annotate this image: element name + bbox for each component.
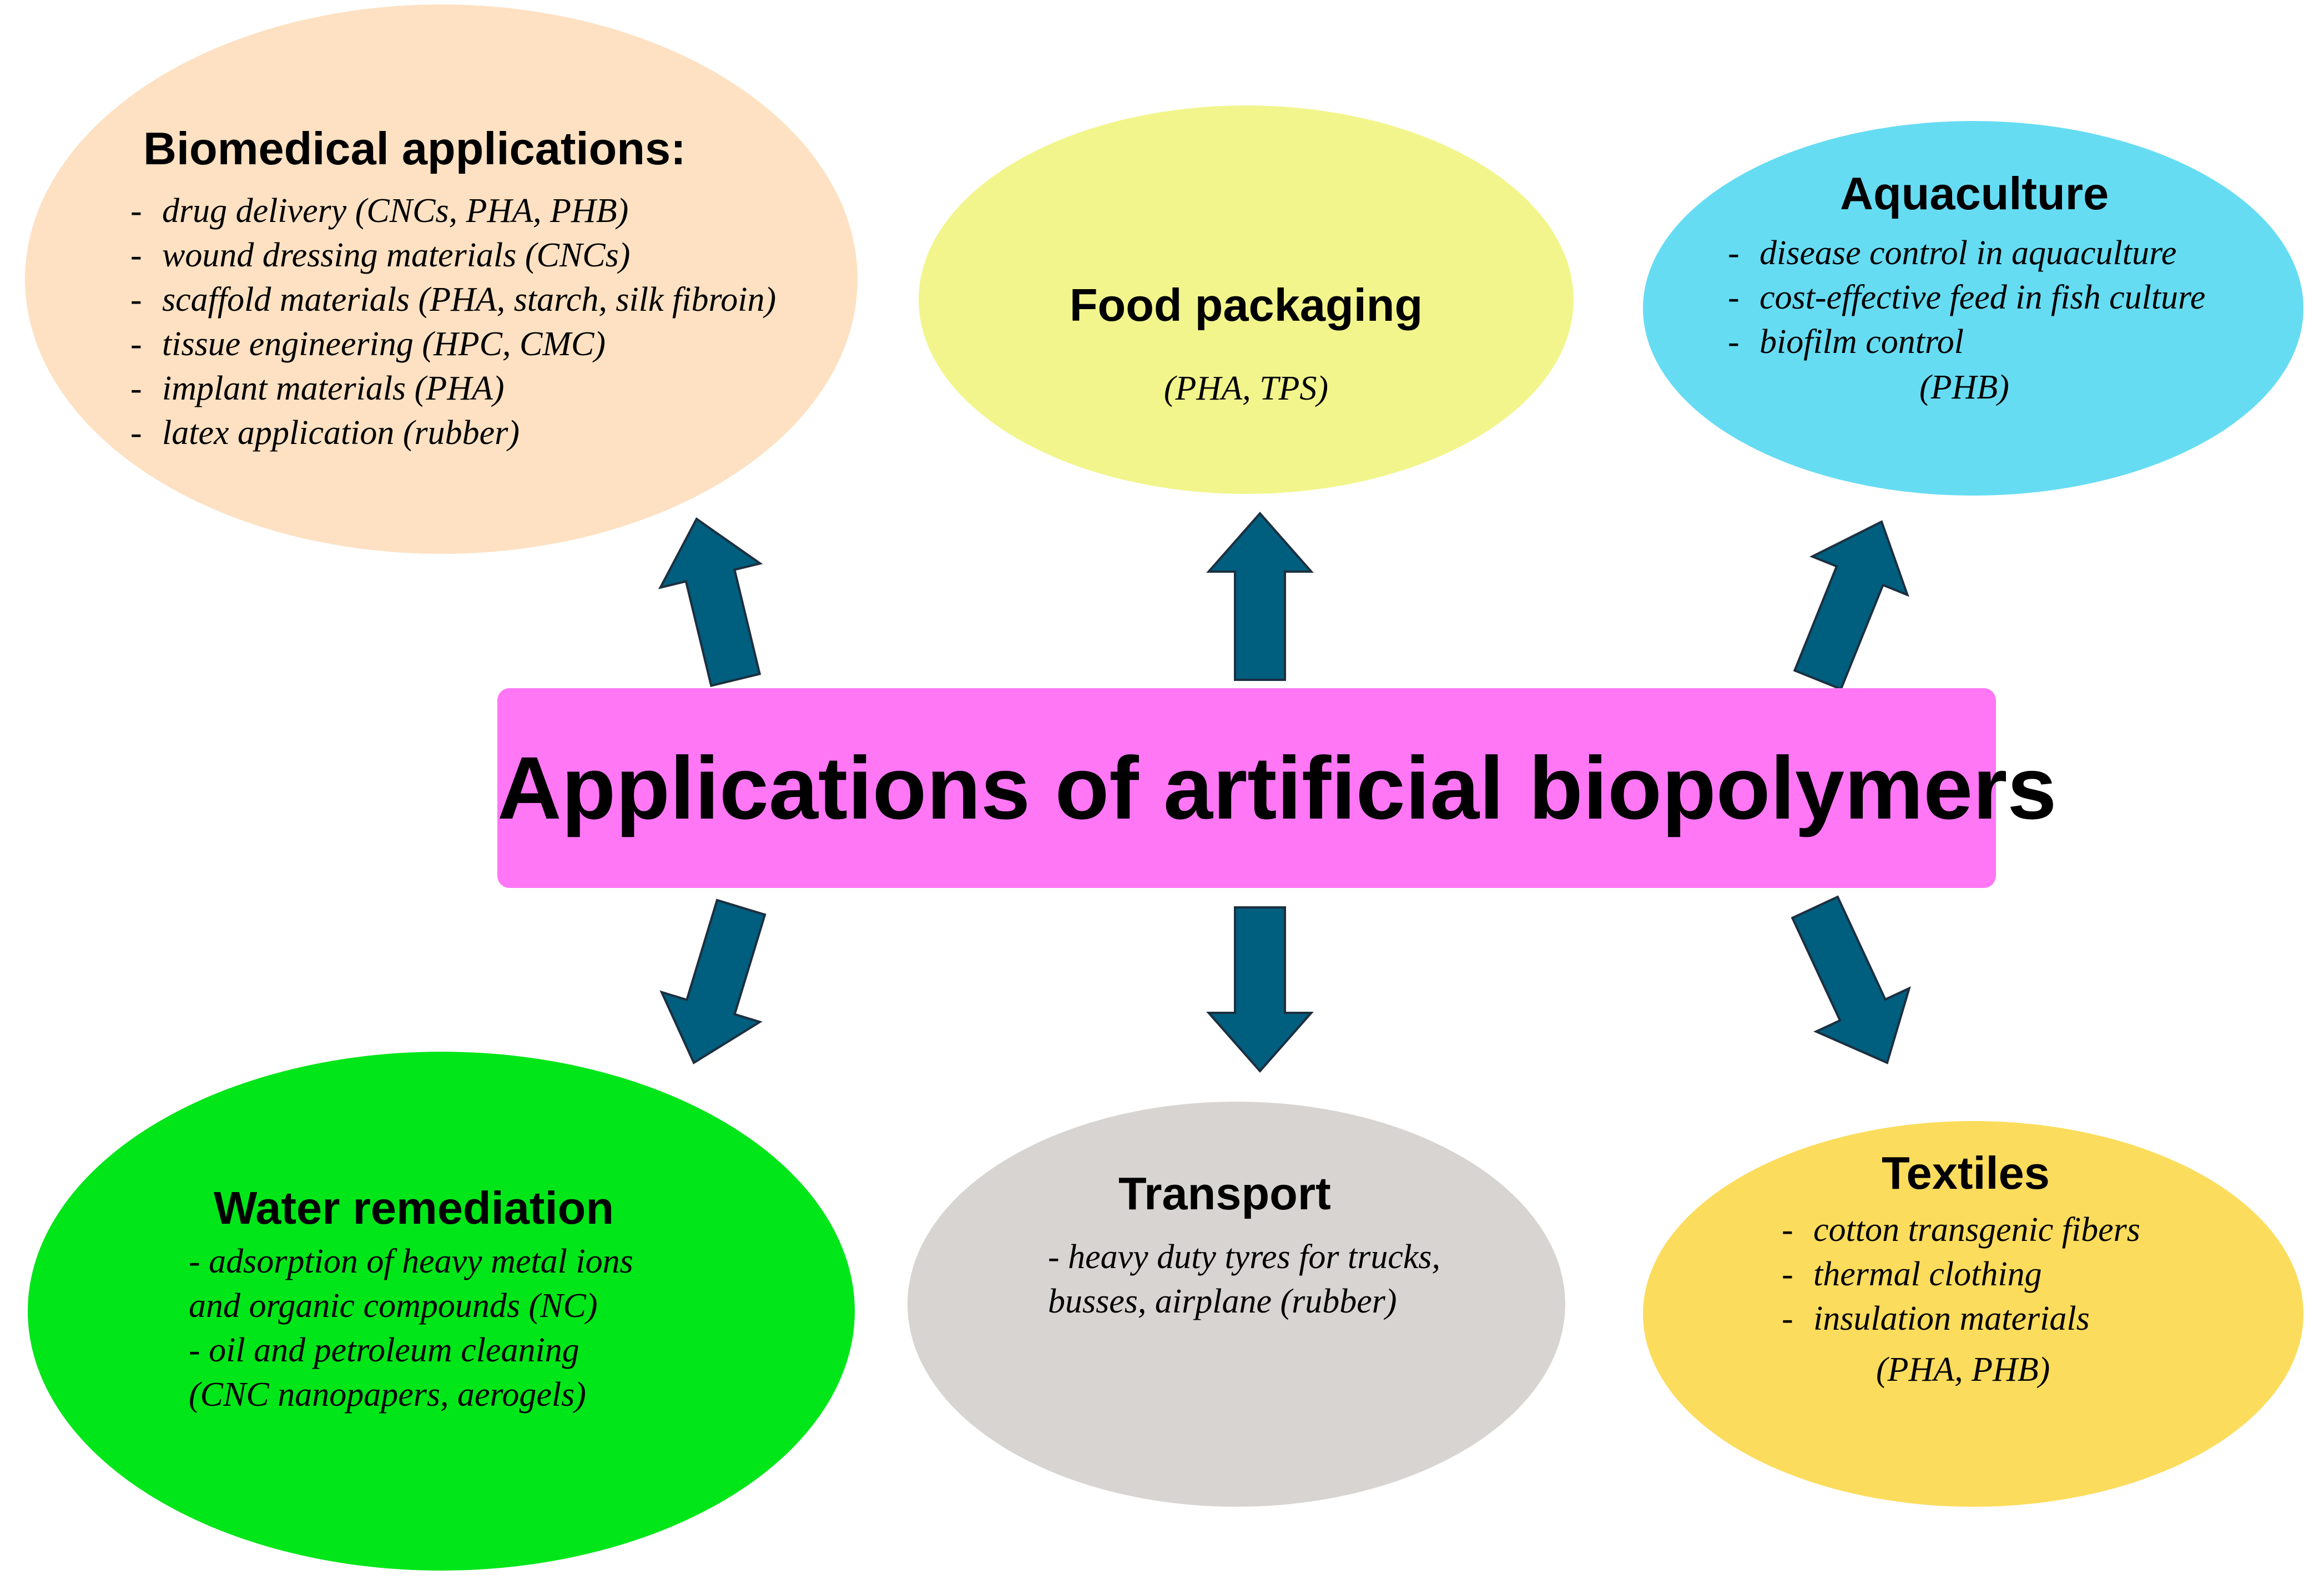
- list-item: -biofilm control: [1728, 323, 1964, 361]
- textiles-bubble: Textiles -cotton transgenic fibers -ther…: [1643, 1121, 2303, 1507]
- text-line: and organic compounds (NC): [189, 1287, 598, 1325]
- list-item: -latex application (rubber): [130, 414, 520, 452]
- center-box: Applications of artificial biopolymers: [497, 688, 2057, 888]
- text-line: (CNC nanopapers, aerogels): [189, 1376, 586, 1414]
- transport-bubble: Transport - heavy duty tyres for trucks,…: [908, 1102, 1565, 1507]
- list-item: -wound dressing materials (CNCs): [130, 236, 631, 274]
- text-line: - oil and petroleum cleaning: [189, 1331, 579, 1369]
- center-title: Applications of artificial biopolymers: [497, 738, 2057, 837]
- aquaculture-bubble: Aquaculture -disease control in aquacult…: [1643, 121, 2303, 496]
- textiles-list: -cotton transgenic fibers -thermal cloth…: [1782, 1208, 2140, 1341]
- water-remediation-title: Water remediation: [214, 1182, 614, 1234]
- arrow-group: [658, 511, 1911, 1073]
- arrow-to-transport: [1206, 906, 1314, 1073]
- biomedical-bubble: Biomedical applications: -drug delivery …: [25, 4, 858, 554]
- list-item: -insulation materials: [1782, 1300, 2090, 1337]
- text-line: - adsorption of heavy metal ions: [189, 1243, 633, 1280]
- list-item: -thermal clothing: [1782, 1255, 2042, 1293]
- arrow-to-water: [659, 899, 767, 1064]
- text-line: busses, airplane (rubber): [1048, 1283, 1397, 1320]
- water-remediation-text: - adsorption of heavy metal ions and org…: [189, 1239, 633, 1417]
- list-item: -tissue engineering (HPC, CMC): [130, 325, 606, 363]
- aquaculture-materials: (PHB): [1919, 369, 2009, 406]
- biomedical-title: Biomedical applications:: [143, 123, 686, 174]
- arrow-to-aquaculture: [1793, 520, 1909, 691]
- list-item: -scaffold materials (PHA, starch, silk f…: [130, 281, 777, 319]
- transport-title: Transport: [1118, 1168, 1331, 1219]
- text-line: - heavy duty tyres for trucks,: [1048, 1238, 1441, 1276]
- list-item: -cost-effective feed in fish culture: [1728, 279, 2206, 316]
- list-item: -cotton transgenic fibers: [1782, 1211, 2140, 1249]
- list-item: -implant materials (PHA): [130, 370, 505, 407]
- arrow-to-textiles: [1791, 895, 1911, 1064]
- arrow-to-food: [1206, 511, 1314, 681]
- aquaculture-title: Aquaculture: [1840, 168, 2109, 219]
- aquaculture-list: -disease control in aquaculture -cost-ef…: [1728, 231, 2205, 364]
- textiles-materials: (PHA, PHB): [1876, 1351, 2050, 1389]
- transport-text: - heavy duty tyres for trucks, busses, a…: [1048, 1235, 1440, 1324]
- list-item: -disease control in aquaculture: [1728, 234, 2177, 272]
- food-packaging-title: Food packaging: [1069, 279, 1423, 331]
- food-packaging-bubble: Food packaging (PHA, TPS): [919, 105, 1574, 494]
- water-remediation-bubble: Water remediation - adsorption of heavy …: [28, 1052, 855, 1571]
- biomedical-list: -drug delivery (CNCs, PHA, PHB) -wound d…: [130, 189, 776, 455]
- food-packaging-materials: (PHA, TPS): [1163, 370, 1329, 407]
- arrow-to-biomedical: [658, 517, 763, 688]
- textiles-title: Textiles: [1882, 1147, 2050, 1199]
- list-item: -drug delivery (CNCs, PHA, PHB): [130, 192, 629, 230]
